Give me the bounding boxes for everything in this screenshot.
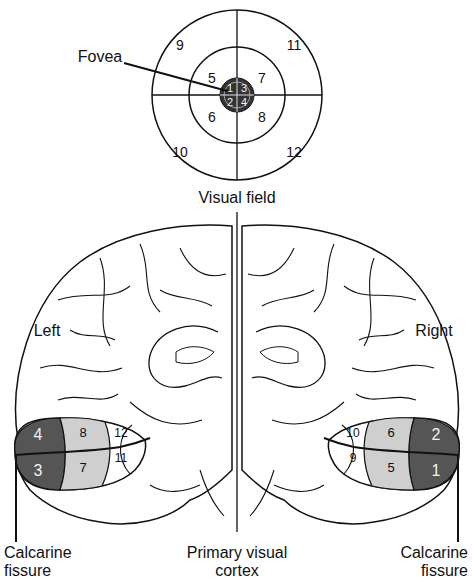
callout-number: 4 <box>34 426 43 444</box>
brainstem <box>200 470 224 516</box>
visual-field <box>124 10 322 180</box>
ventricle <box>176 347 214 364</box>
midline <box>236 212 237 532</box>
callout-number: 12 <box>114 427 127 441</box>
callout-number: 9 <box>176 37 184 53</box>
hemisphere <box>15 225 232 542</box>
fovea-disc <box>220 78 254 112</box>
callout-number: 8 <box>79 426 86 441</box>
callout-number: 9 <box>350 452 357 466</box>
sulcus <box>180 248 226 276</box>
callout-number: 1 <box>227 82 233 95</box>
sulcus <box>140 244 160 312</box>
horizontal-meridian <box>152 94 322 95</box>
callout-number: 6 <box>208 109 216 125</box>
sulcus <box>58 394 118 400</box>
callout-number: 2 <box>227 96 233 109</box>
callout-number: 7 <box>258 70 266 86</box>
callout-number: 5 <box>387 461 394 476</box>
callout-number: 10 <box>172 144 188 160</box>
structure-label: Calcarine fissure <box>4 544 96 581</box>
corpus-callosum <box>149 326 222 387</box>
callout-number: 3 <box>241 82 247 95</box>
callout-number: 8 <box>258 109 266 125</box>
callout-number: 7 <box>79 461 86 476</box>
callout-number: 10 <box>346 427 359 441</box>
callout-number: 11 <box>115 452 127 466</box>
sulcus <box>70 330 115 340</box>
structure-label: Fovea <box>78 48 122 66</box>
leader-line <box>15 456 17 542</box>
callout-number: 1 <box>432 462 441 480</box>
callout-number: 6 <box>387 426 394 441</box>
figure-caption: Primary visual cortex <box>167 544 307 581</box>
sulcus <box>150 485 200 491</box>
sulcus <box>58 286 130 300</box>
hemisphere-mirror <box>242 225 459 542</box>
sulcus <box>130 402 202 424</box>
mid-region <box>60 418 110 490</box>
callout-number: 12 <box>286 144 302 160</box>
sulcus <box>160 290 212 306</box>
leader-line <box>124 63 231 92</box>
structure-label: Calcarine fissure <box>376 544 468 581</box>
brain-outline <box>16 225 232 524</box>
sulcus <box>40 365 122 371</box>
callout-number: 2 <box>432 426 441 444</box>
sulcus <box>100 258 110 346</box>
callout-number: 11 <box>287 37 302 53</box>
sulci <box>40 244 226 516</box>
figure-caption: Visual field <box>198 189 275 207</box>
callout-number: 5 <box>208 70 216 86</box>
callout-number: 4 <box>241 96 247 109</box>
outer-ring <box>152 10 322 180</box>
hemisphere-label: Left <box>34 322 61 340</box>
callout-number: 3 <box>34 462 43 480</box>
hemisphere-label: Right <box>415 322 452 340</box>
fovea-cross <box>220 95 254 96</box>
